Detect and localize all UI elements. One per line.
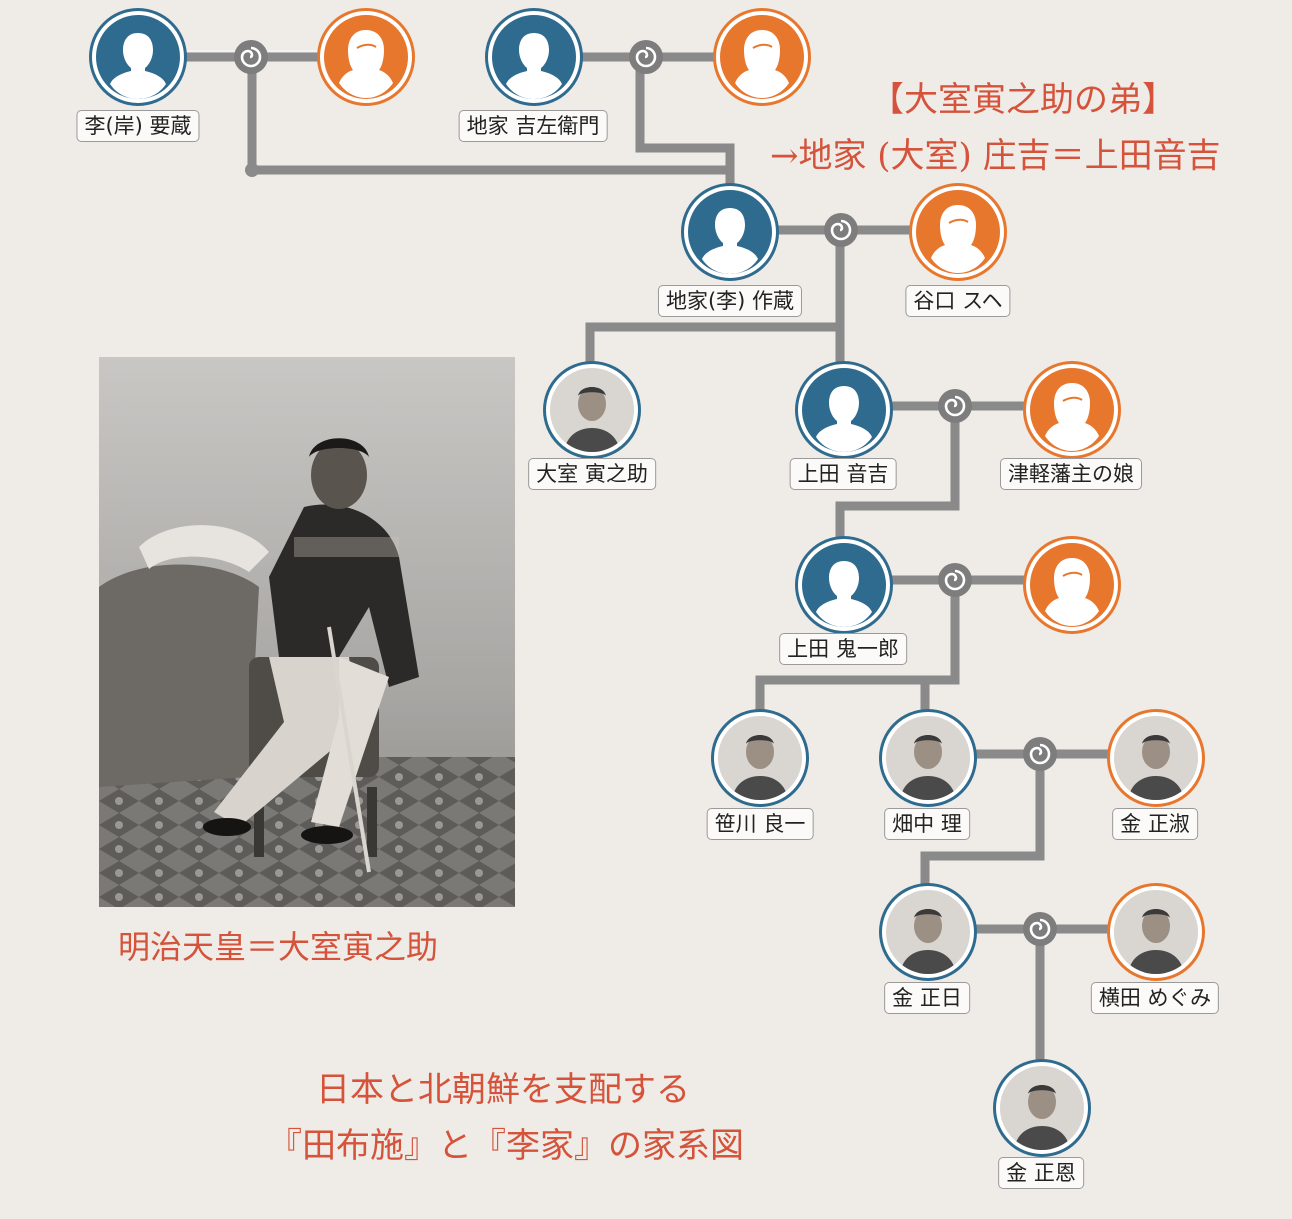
photo-caption: 明治天皇＝大室寅之助	[118, 928, 439, 966]
avatar-male-icon	[488, 11, 580, 103]
name-label-kim-jongun: 金 正恩	[998, 1157, 1084, 1189]
name-label-kim-jongil: 金 正日	[884, 982, 970, 1014]
portrait-photo	[546, 364, 638, 456]
avatar-male-icon	[92, 11, 184, 103]
name-label-ueda-otokichi: 上田 音吉	[789, 458, 897, 490]
marriage-knot-icon	[1023, 912, 1057, 946]
marriage-knot-icon	[938, 389, 972, 423]
brother-note-line1: 【大室寅之助の弟】	[870, 80, 1176, 120]
name-label-li-kishi-yozo: 李(岸) 要蔵	[76, 110, 200, 142]
name-label-kim-jongsuk: 金 正淑	[1112, 808, 1198, 840]
marriage-knot-icon	[629, 40, 663, 74]
avatar-male-icon	[798, 539, 890, 631]
avatar-female-icon	[1026, 539, 1118, 631]
name-label-sasakawa-ryoichi: 笹川 良一	[706, 808, 814, 840]
brother-note-line2: →地家 (大室) 庄吉＝上田音吉	[770, 136, 1221, 176]
avatar-female-icon	[320, 11, 412, 103]
name-label-ueda-kiichiro: 上田 鬼一郎	[779, 633, 907, 665]
portrait-photo	[714, 712, 806, 804]
marriage-knot-icon	[938, 563, 972, 597]
avatar-female-icon	[1026, 364, 1118, 456]
marriage-knot-icon	[1023, 737, 1057, 771]
avatar-male-icon	[798, 364, 890, 456]
portrait-photo	[996, 1062, 1088, 1154]
emperor-portrait-photo	[99, 357, 515, 907]
portrait-photo	[882, 712, 974, 804]
portrait-photo	[1110, 712, 1202, 804]
name-label-omuro-toranosuke: 大室 寅之助	[528, 458, 656, 490]
marriage-knot-icon	[234, 40, 268, 74]
name-label-hatanaka-osamu: 畑中 理	[884, 808, 970, 840]
portrait-photo	[1110, 886, 1202, 978]
avatar-female-icon	[716, 11, 808, 103]
name-label-taniguchi-sue: 谷口 スヘ	[905, 285, 1011, 317]
name-label-tsugaru-daughter: 津軽藩主の娘	[1000, 458, 1142, 490]
name-label-jige-kichizaemon: 地家 吉左衛門	[458, 110, 608, 142]
avatar-male-icon	[684, 186, 776, 278]
marriage-knot-icon	[824, 213, 858, 247]
diagram-title-line1: 日本と北朝鮮を支配する	[316, 1070, 690, 1110]
name-label-jige-sakuzo: 地家(李) 作蔵	[657, 285, 803, 317]
name-label-yokota-megumi: 横田 めぐみ	[1090, 982, 1220, 1014]
diagram-title-line2: 『田布施』と『李家』の家系図	[268, 1126, 744, 1166]
portrait-photo	[882, 886, 974, 978]
avatar-female-icon	[912, 186, 1004, 278]
